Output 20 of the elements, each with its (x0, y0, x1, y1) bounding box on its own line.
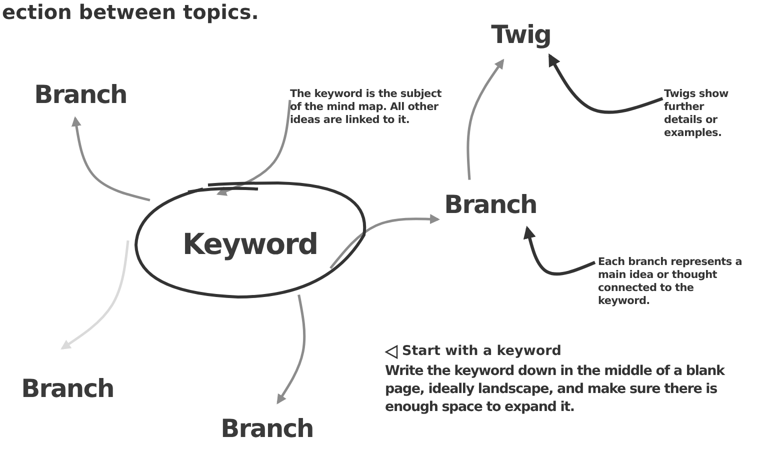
branch-label: Branch (34, 80, 127, 108)
leader-arrow (216, 100, 292, 196)
branch-label: Branch (220, 414, 314, 442)
annotation-text: Each branch represents a main idea or thought connected to the keyword. (598, 256, 743, 308)
body-text: Write the keyword down in the middle of a blank page, ideally landscape, and make sure there is enough space to expand it. (385, 362, 726, 417)
arrow (276, 294, 306, 404)
leader-arrow (548, 53, 664, 114)
heading-fragment: ection between topics. (2, 0, 260, 26)
arrow (60, 240, 130, 350)
arrow (71, 116, 150, 202)
section-heading: Start with a keyword (402, 342, 562, 360)
keyword-label: Keyword (182, 227, 318, 261)
branch-label: Branch (444, 190, 537, 218)
annotation-text: The keyword is the subject of the mind map. All other ideas are linked to it. (290, 88, 443, 128)
branch-label: Branch (21, 374, 114, 402)
leader-arrow (523, 226, 596, 276)
arrow (466, 58, 504, 180)
arrow (330, 214, 440, 270)
annotation-text: Twigs show further details or examples. (664, 88, 730, 140)
branch-label: Twig (491, 20, 551, 48)
